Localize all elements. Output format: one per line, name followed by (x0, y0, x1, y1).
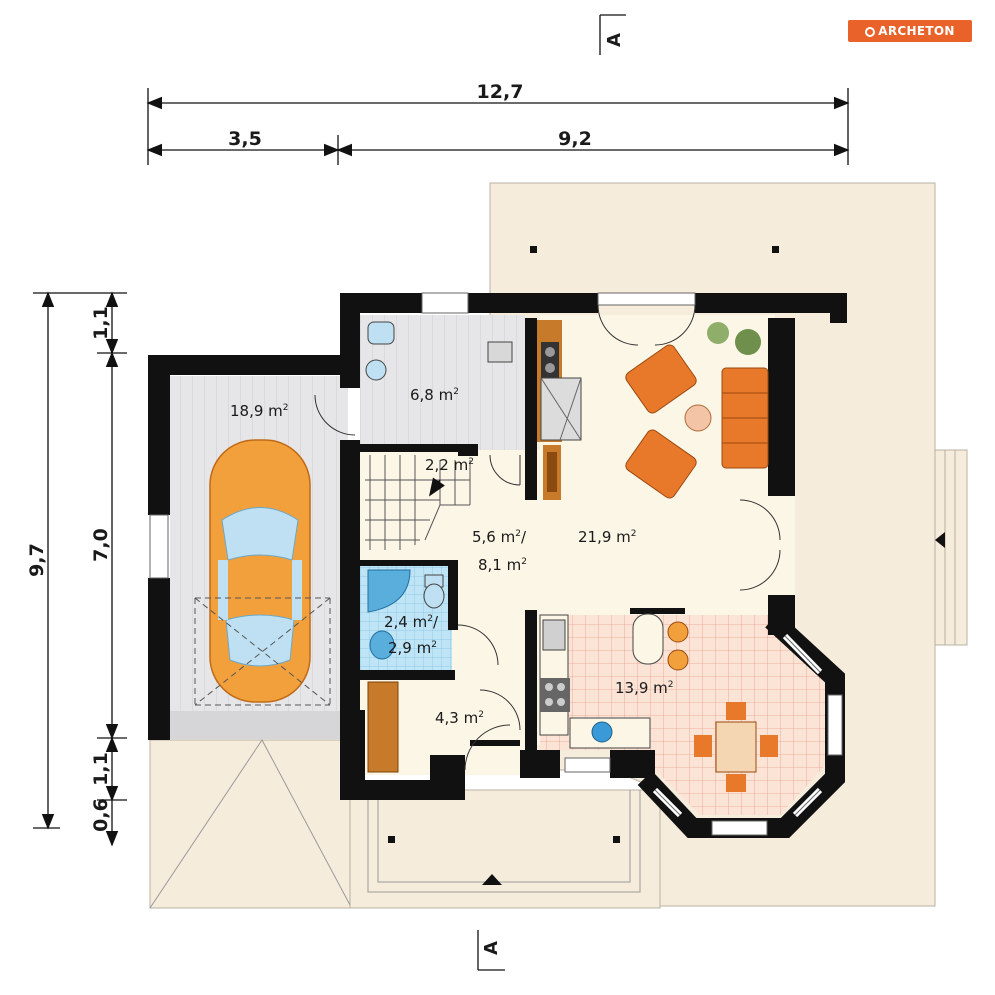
area-hall-a: 5,6 m2/ (472, 528, 527, 546)
section-label-bottom: A (481, 941, 502, 955)
dim-left-bottom-lower: 0,6 (90, 798, 112, 832)
garage-threshold (170, 711, 348, 739)
dim-top-right: 9,2 (558, 128, 592, 150)
living-furniture (625, 322, 769, 499)
front-porch (349, 789, 661, 909)
area-garage: 18,9 m2 (230, 402, 289, 420)
entrance-arrow-icon (482, 874, 502, 885)
dim-top-left: 3,5 (228, 128, 262, 150)
section-marker-bottom: A (477, 930, 505, 971)
archeton-logo: ARCHETON (848, 20, 972, 42)
logo-mark-icon (865, 27, 876, 37)
section-marker-top: A (599, 14, 626, 55)
logo-text: ARCHETON (878, 24, 955, 38)
dimension-lines (33, 88, 850, 847)
dim-top-total: 12,7 (477, 81, 524, 103)
area-stairs: 2,2 m2 (425, 456, 474, 474)
terrace-arrow-icon (935, 532, 945, 548)
staircase (365, 455, 471, 550)
area-bath-b: 2,9 m2 (388, 639, 437, 657)
area-hall-b: 8,1 m2 (478, 556, 527, 574)
area-utility: 6,8 m2 (410, 386, 459, 404)
bay-window (637, 612, 845, 838)
section-label-top: A (604, 33, 625, 47)
car-icon (194, 439, 331, 706)
dim-left-middle: 7,0 (90, 528, 112, 562)
walls (148, 293, 847, 800)
utility-fixtures (365, 320, 582, 500)
kitchen-floor (540, 615, 830, 815)
dim-left-top: 1,1 (90, 306, 112, 340)
dim-left-bottom-upper: 1,1 (90, 752, 112, 786)
wardrobe (367, 681, 399, 773)
dim-left-total: 9,7 (26, 543, 48, 577)
area-bath-a: 2,4 m2/ (384, 613, 439, 631)
bathroom-fixtures (367, 569, 445, 660)
area-vestibule: 4,3 m2 (435, 709, 484, 727)
carport-roof (149, 739, 351, 909)
area-living: 21,9 m2 (578, 528, 637, 546)
windows (149, 292, 696, 773)
doors (314, 304, 781, 771)
area-kitchen-dining: 13,9 m2 (615, 679, 674, 697)
kitchen-furniture (539, 613, 778, 792)
